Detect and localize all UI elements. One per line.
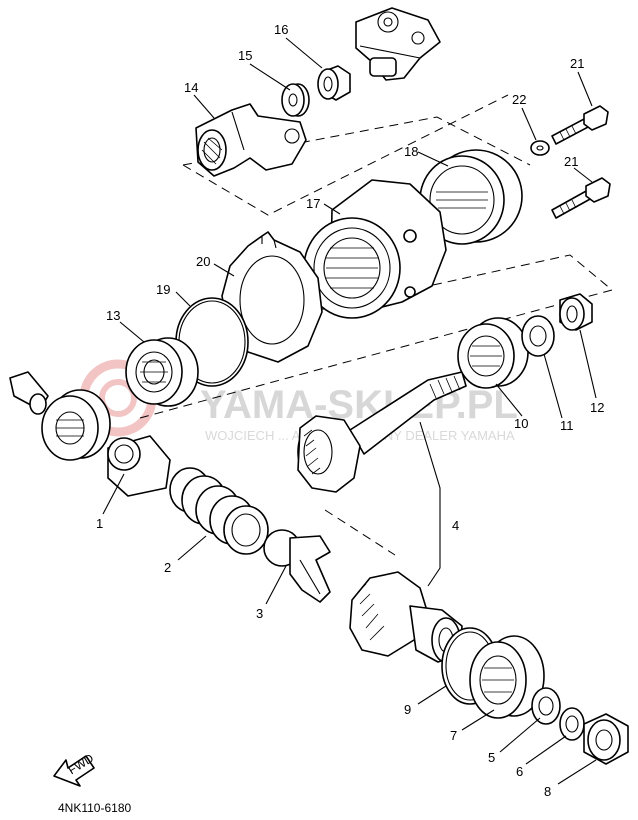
part-seal-left [41, 389, 111, 461]
part-spacer-11 [521, 315, 555, 357]
part-yoke-14 [195, 103, 307, 177]
part-spring-2 [169, 467, 269, 555]
callout-18: 18 [404, 144, 418, 159]
watermark: YAMA-SKLEP.PL WOJCIECH ... AUTORYZOWANY … [79, 359, 518, 443]
part-washer-15 [281, 83, 310, 117]
part-cam-3 [263, 529, 331, 603]
leader-lines [102, 37, 597, 785]
callout-1: 1 [96, 516, 103, 531]
callout-16: 16 [274, 22, 288, 37]
callout-21-lower: 21 [564, 154, 578, 169]
part-shaft-4-upper [297, 371, 467, 493]
part-bearing-13 [125, 337, 199, 407]
callout-20: 20 [196, 254, 210, 269]
callout-14: 14 [184, 80, 198, 95]
part-nut-8 [583, 713, 629, 765]
part-bearing-10 [457, 317, 529, 389]
callout-10: 10 [514, 416, 528, 431]
watermark-title: YAMA-SKLEP.PL [200, 383, 518, 427]
part-washer-22 [530, 140, 550, 156]
part-shaft-end [9, 371, 49, 415]
callout-6: 6 [516, 764, 523, 779]
diagram-code: 4NK110-6180 [58, 801, 131, 815]
callout-19: 19 [156, 282, 170, 297]
part-universal-joint [355, 7, 441, 81]
part-lock-washer-6 [559, 707, 585, 741]
part-flange-nut [317, 65, 351, 101]
callout-13: 13 [106, 308, 120, 323]
callout-2: 2 [164, 560, 171, 575]
part-bolt-21-lower [551, 177, 611, 219]
callout-5: 5 [488, 750, 495, 765]
callout-numbers: 1 2 3 4 5 6 7 8 9 10 11 12 13 14 15 16 1… [96, 22, 604, 799]
callout-8: 8 [544, 784, 551, 799]
callout-3: 3 [256, 606, 263, 621]
callout-9: 9 [404, 702, 411, 717]
callout-11: 11 [560, 418, 574, 433]
callout-4: 4 [452, 518, 459, 533]
callout-12: 12 [590, 400, 604, 415]
callout-17: 17 [306, 196, 320, 211]
fwd-arrow-icon: FWD [53, 751, 96, 787]
callout-22: 22 [512, 92, 526, 107]
part-bearing-7 [469, 635, 545, 719]
part-sleeve-1 [107, 435, 171, 497]
part-washer-5 [531, 687, 561, 725]
callout-15: 15 [238, 48, 252, 63]
part-bolt-21-upper [551, 105, 609, 145]
callout-21-upper: 21 [570, 56, 584, 71]
part-nut-12 [559, 293, 593, 331]
part-housing-17 [303, 179, 447, 319]
callout-7: 7 [450, 728, 457, 743]
